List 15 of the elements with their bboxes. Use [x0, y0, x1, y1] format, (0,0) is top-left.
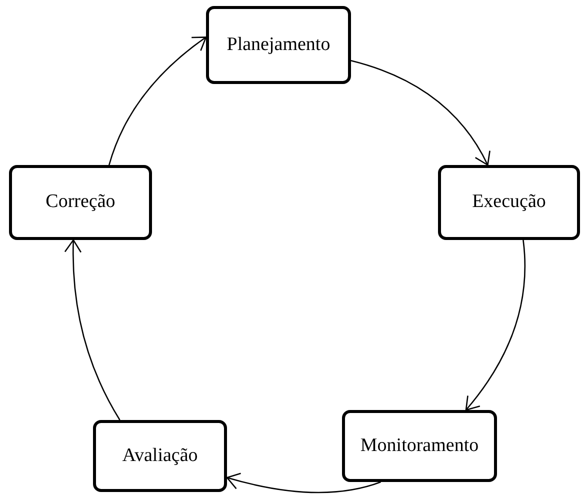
box-label: Correção: [46, 190, 116, 214]
curved-arrow: [226, 472, 381, 494]
curved-arrow: [64, 239, 120, 420]
process-box: [9, 165, 152, 240]
curved-arrow: [465, 240, 526, 411]
box-label: Execução: [472, 190, 546, 214]
box-label: Avaliação: [122, 444, 198, 468]
curved-arrow: [350, 60, 490, 166]
box-label: Planejamento: [226, 32, 330, 57]
curved-arrow: [108, 36, 207, 166]
process-box: [93, 420, 227, 492]
process-box: [342, 410, 497, 482]
process-box: [206, 6, 351, 84]
process-box: [438, 165, 580, 240]
box-label: Monitoramento: [360, 434, 479, 458]
